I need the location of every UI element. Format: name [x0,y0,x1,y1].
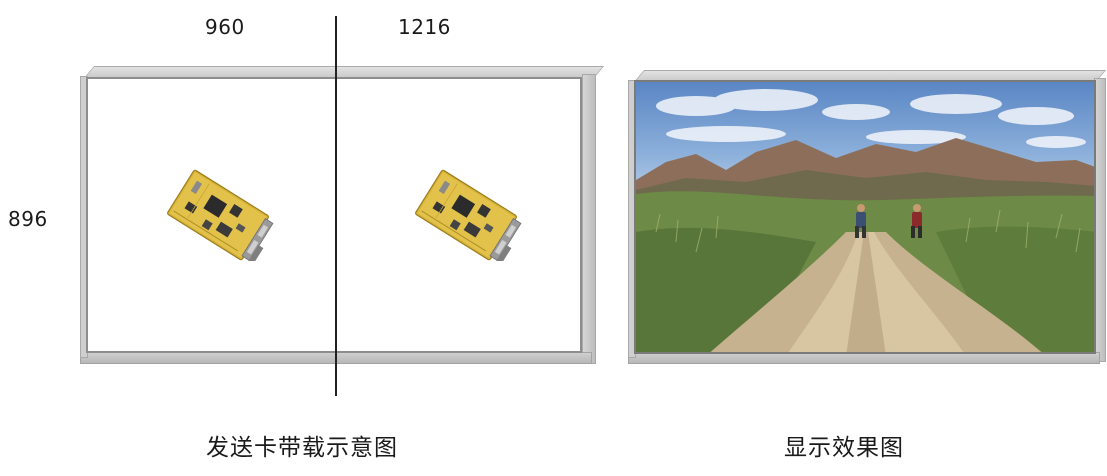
width-label-right: 1216 [398,15,451,39]
sender-card-right [410,169,522,266]
sender-card-left [162,169,274,266]
height-label: 896 [8,207,48,231]
hiker-right [911,204,922,238]
caption-sender-diagram: 发送卡带载示意图 [206,435,398,461]
display-monitor [628,70,1107,366]
split-divider-line [335,16,337,396]
hiking-landscape-photo [636,89,1094,352]
pcb-sender-card-icon [415,169,522,266]
display-photo [634,80,1096,354]
pcb-sender-card-icon [167,169,274,266]
caption-display-result: 显示效果图 [784,435,904,461]
sender-monitor [80,66,605,376]
monitor-right-bevel [582,74,596,364]
hiker-left [855,204,866,238]
width-label-left: 960 [205,15,245,39]
